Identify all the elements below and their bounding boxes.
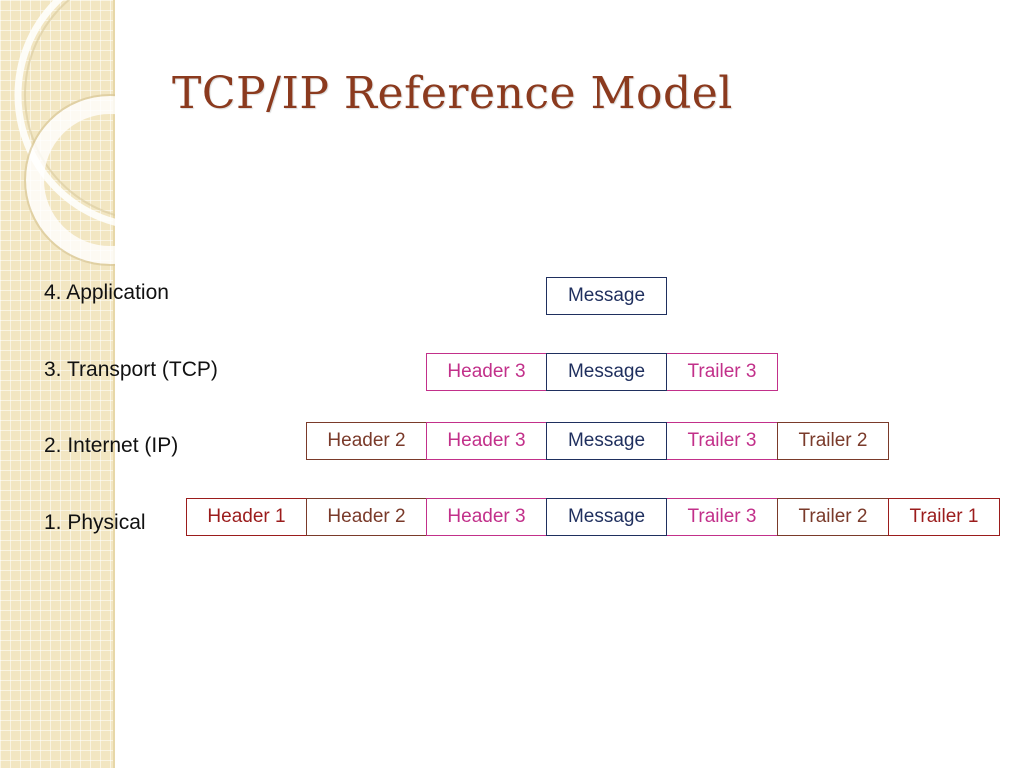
packet-cell-trailer3: Trailer 3: [666, 422, 778, 460]
layer-label-application: 4. Application: [44, 281, 169, 304]
packet-cell-trailer1: Trailer 1: [888, 498, 1000, 536]
packet-cell-header3: Header 3: [426, 498, 547, 536]
packet-cell-trailer2: Trailer 2: [777, 422, 889, 460]
packet-cell-trailer3: Trailer 3: [666, 498, 778, 536]
layer-label-internet: 2. Internet (IP): [44, 434, 179, 457]
slide-title: TCP/IP Reference Model: [172, 68, 733, 119]
packet-cell-trailer2: Trailer 2: [777, 498, 889, 536]
packet-cell-header2: Header 2: [306, 498, 427, 536]
packet-cell-message: Message: [546, 498, 667, 536]
packet-cell-header3: Header 3: [426, 353, 547, 391]
layer-label-transport: 3. Transport (TCP): [44, 358, 218, 381]
decorative-rings: [14, 0, 115, 266]
packet-cell-message: Message: [546, 277, 667, 315]
packet-cell-message: Message: [546, 422, 667, 460]
packet-cell-header2: Header 2: [306, 422, 427, 460]
decorative-side-panel: [0, 0, 115, 768]
packet-cell-message: Message: [546, 353, 667, 391]
packet-cell-header3: Header 3: [426, 422, 547, 460]
packet-cell-header1: Header 1: [186, 498, 307, 536]
layer-label-physical: 1. Physical: [44, 511, 146, 534]
packet-cell-trailer3: Trailer 3: [666, 353, 778, 391]
